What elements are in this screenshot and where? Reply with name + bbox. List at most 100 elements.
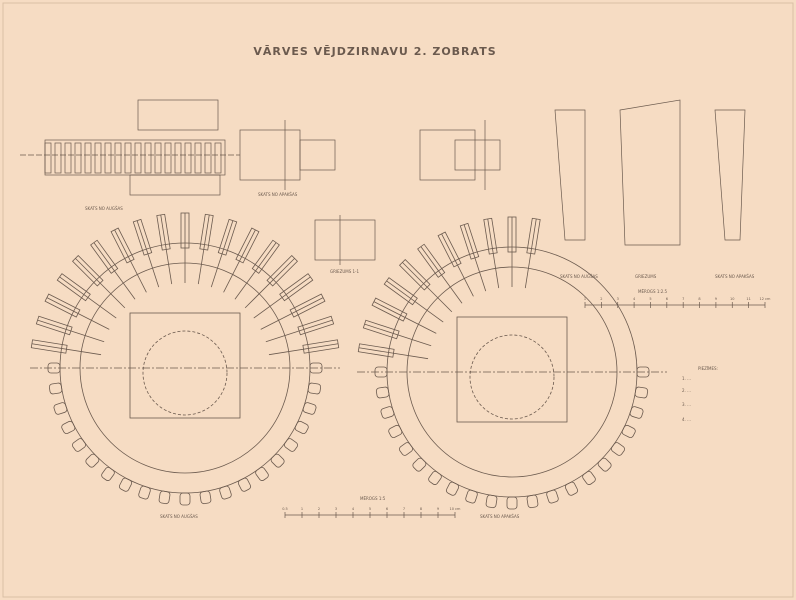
gear-cog: [445, 481, 460, 496]
gear-shaft: [469, 334, 555, 420]
detail-scale-tick-label: 5: [649, 297, 651, 301]
detail-scale-tick-label: 2: [600, 297, 602, 301]
label-left-gear: SKATS NO AUGŠAS: [160, 514, 198, 519]
gear-tooth: [72, 255, 104, 287]
elevation-tooth: [164, 142, 172, 174]
gear-cog: [53, 402, 68, 415]
scale-detail-label: MĒROGS 1:2.5: [638, 289, 668, 294]
label-elevation: SKATS NO AUGŠAS: [85, 206, 123, 211]
gear-cog: [582, 470, 596, 485]
gear-tooth: [302, 339, 340, 354]
gear-tooth: [417, 243, 446, 278]
gear-cog: [375, 386, 390, 399]
gear-cog: [374, 366, 388, 378]
label-tooth-mid: GRIEZUMS: [635, 274, 657, 279]
gear-tooth: [90, 239, 119, 274]
note-4: 4. ...: [682, 417, 691, 422]
gear-tooth: [526, 217, 541, 255]
gear-cog: [636, 366, 650, 378]
gear-cog: [118, 477, 133, 492]
main-scale-tick-label: 0.5: [282, 507, 288, 511]
gear-tooth: [199, 213, 214, 251]
main-scale-tick-label: 4: [352, 507, 355, 511]
note-2: 2. ...: [682, 388, 691, 393]
gear-cog: [412, 457, 427, 472]
detail-scale-tick-label: 4: [633, 297, 636, 301]
gear-tooth: [507, 216, 517, 253]
gear-cog: [465, 489, 478, 504]
elevation-tooth: [84, 142, 92, 174]
gear-cog: [399, 442, 414, 456]
gear-tooth: [297, 315, 335, 336]
gear-tooth: [399, 259, 431, 291]
elevation-tooth: [54, 142, 62, 174]
gear-cog: [237, 477, 252, 492]
gear-views: [30, 212, 667, 510]
gear-cog: [526, 494, 539, 509]
gear-cog: [309, 362, 323, 374]
gear-cog: [179, 492, 191, 506]
gear-tooth: [132, 218, 153, 256]
detail-scale-tick-label: 1: [584, 297, 586, 301]
gear-tooth: [362, 319, 400, 340]
gear-cog: [546, 489, 559, 504]
gear-tooth: [266, 255, 298, 287]
gear-tooth: [110, 227, 135, 264]
elevation-tooth: [74, 142, 82, 174]
drawing-title: VĀRVES VĒJDZIRNAVU 2. ZOBRATS: [253, 45, 496, 58]
notes-heading: PIEZĪMES:: [698, 366, 718, 371]
gear-cog: [294, 420, 309, 435]
detail-scale-tick-label: 8: [698, 297, 700, 301]
main-scale-tick-label: 10 cm: [450, 507, 461, 511]
gear-tooth: [30, 339, 68, 354]
elevation-tooth: [214, 142, 222, 174]
gear-cog: [629, 406, 644, 419]
detail-sections: [239, 99, 746, 265]
gear-tooth: [180, 212, 190, 249]
gear-cog: [85, 453, 100, 468]
gear-cog: [48, 382, 63, 395]
main-scale-tick-label: 1: [301, 507, 303, 511]
side-elevation: [20, 99, 240, 196]
label-tooth-left: SKATS NO AUGŠAS: [560, 274, 598, 279]
gear-cog: [597, 457, 612, 472]
gear-cog: [428, 470, 442, 485]
label-right-gear: SKATS NO APAKŠAS: [480, 514, 520, 519]
gear-cog: [307, 382, 322, 395]
gear-tooth: [35, 315, 73, 336]
elevation-tooth: [174, 142, 182, 174]
gear-tooth: [437, 231, 462, 268]
detail-scale-tick-label: 10: [730, 297, 734, 301]
main-scale-tick-label: 9: [437, 507, 439, 511]
gear-cog: [564, 481, 579, 496]
elevation-tooth: [104, 142, 112, 174]
gear-tooth: [483, 217, 498, 255]
elevation-tooth: [184, 142, 192, 174]
gear-tooth: [383, 277, 418, 306]
elevation-tooth: [124, 142, 132, 174]
gear-tooth: [56, 273, 91, 302]
gear-cog: [388, 424, 403, 439]
gear-tooth: [251, 239, 280, 274]
gear-tooth: [459, 222, 480, 260]
gear-cog: [283, 438, 298, 452]
main-scale-tick-label: 6: [386, 507, 388, 511]
gear-hub: [129, 312, 241, 419]
elevation-tooth: [94, 142, 102, 174]
gear-cog: [610, 442, 625, 456]
gear-cog: [199, 490, 212, 505]
elevation-tooth: [44, 142, 52, 174]
elevation-tooth: [194, 142, 202, 174]
main-scale-tick-label: 2: [318, 507, 320, 511]
gear-tooth: [235, 227, 260, 264]
gear-cog: [485, 494, 498, 509]
gear-tooth: [357, 343, 395, 358]
detail-scale-tick-label: 6: [666, 297, 668, 301]
note-3: 3. ...: [682, 402, 691, 407]
detail-scale-tick-label: 3: [617, 297, 619, 301]
gear-shaft: [142, 330, 228, 416]
elevation-tooth: [64, 142, 72, 174]
gear-cog: [634, 386, 649, 399]
